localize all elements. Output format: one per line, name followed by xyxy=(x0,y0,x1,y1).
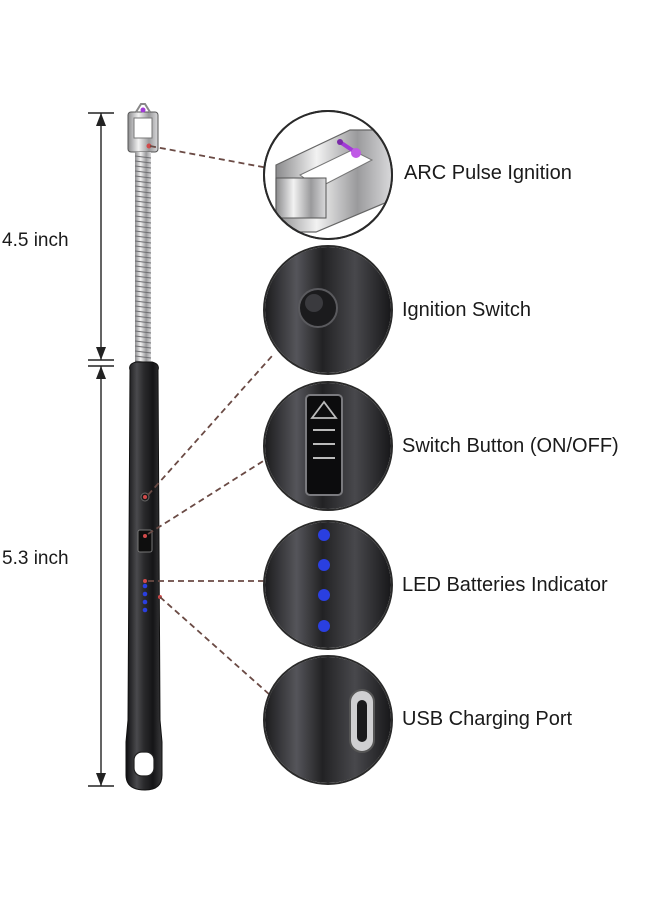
neck-coil xyxy=(134,185,152,189)
neck-coil xyxy=(134,280,152,284)
neck-coil xyxy=(134,285,152,289)
leader-lines xyxy=(147,145,273,696)
dimension-label-upper: 4.5 inch xyxy=(2,230,69,251)
leader-switch xyxy=(147,355,273,496)
lighter-flex-neck xyxy=(134,152,152,364)
neck-coil xyxy=(134,335,152,339)
neck-coil xyxy=(134,350,152,354)
neck-coil xyxy=(134,210,152,214)
neck-coil xyxy=(134,300,152,304)
neck-coil xyxy=(134,215,152,219)
neck-coil xyxy=(134,170,152,174)
neck-coil xyxy=(134,345,152,349)
neck-coil xyxy=(134,160,152,164)
neck-coil xyxy=(134,200,152,204)
neck-coil xyxy=(134,175,152,179)
callout-circle-onoff xyxy=(263,381,393,511)
label-switch-button: Switch Button (ON/OFF) xyxy=(402,435,619,457)
neck-coil xyxy=(134,305,152,309)
neck-coil xyxy=(134,275,152,279)
callout-circle-led xyxy=(263,520,393,650)
neck-coil xyxy=(134,295,152,299)
neck-coil xyxy=(134,290,152,294)
neck-coil xyxy=(134,235,152,239)
neck-coil xyxy=(134,220,152,224)
label-led-indicator: LED Batteries Indicator xyxy=(402,574,608,596)
leader-arc xyxy=(149,145,269,169)
dimension-lower xyxy=(88,365,114,787)
neck-coil xyxy=(134,230,152,234)
neck-coil xyxy=(134,250,152,254)
lighter-body xyxy=(125,361,163,791)
neck-coil xyxy=(134,165,152,169)
callout-circle-switch xyxy=(263,245,393,375)
lighter-tip xyxy=(127,103,159,153)
neck-coil xyxy=(134,325,152,329)
callout-circle-arc xyxy=(263,110,393,240)
neck-coil xyxy=(134,255,152,259)
neck-coil xyxy=(134,240,152,244)
neck-coil xyxy=(134,195,152,199)
leader-onoff xyxy=(147,457,269,535)
neck-coil xyxy=(134,340,152,344)
neck-coil xyxy=(134,180,152,184)
neck-coil xyxy=(134,320,152,324)
neck-coil xyxy=(134,310,152,314)
dimension-upper xyxy=(88,112,114,361)
neck-coil xyxy=(134,265,152,269)
neck-coil xyxy=(134,270,152,274)
callout-circle-usb xyxy=(263,655,393,785)
neck-coil xyxy=(134,245,152,249)
neck-coil xyxy=(134,190,152,194)
neck-coil xyxy=(134,330,152,334)
neck-coil xyxy=(134,205,152,209)
label-arc-pulse-ignition: ARC Pulse Ignition xyxy=(404,162,572,184)
neck-coil xyxy=(134,155,152,159)
label-ignition-switch: Ignition Switch xyxy=(402,299,531,321)
neck-coil xyxy=(134,260,152,264)
neck-coil xyxy=(134,225,152,229)
neck-coil xyxy=(134,355,152,359)
neck-coil xyxy=(134,315,152,319)
dimension-label-lower: 5.3 inch xyxy=(2,548,69,569)
leader-usb xyxy=(159,596,271,696)
label-usb-port: USB Charging Port xyxy=(402,708,573,730)
